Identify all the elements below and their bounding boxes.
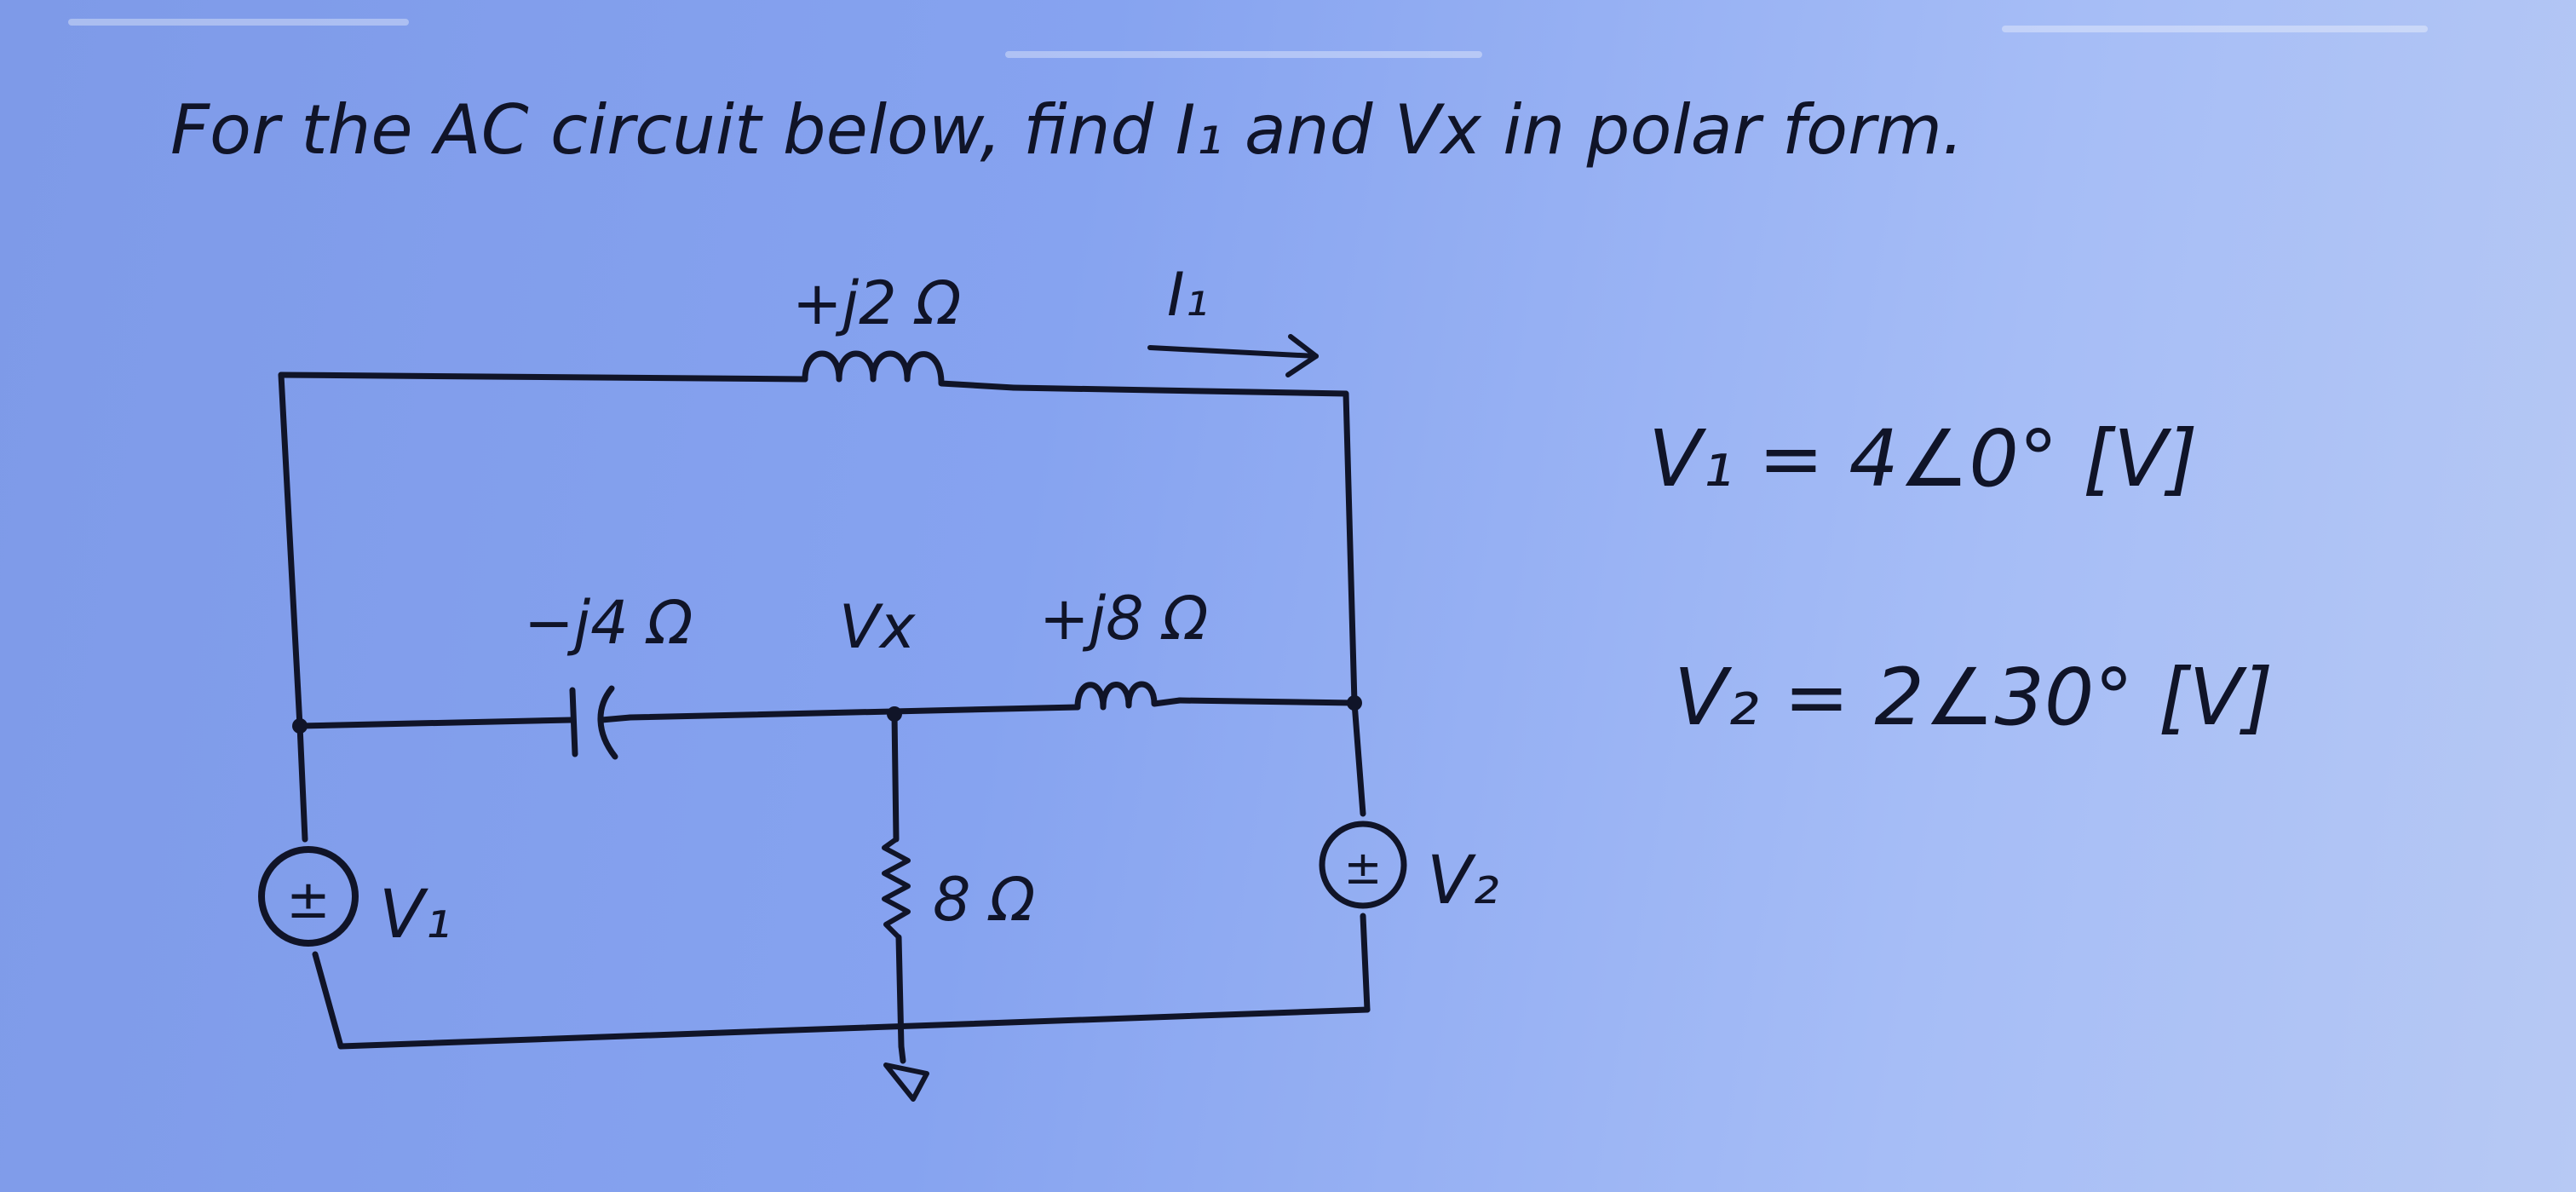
screen-glare-2 (1005, 51, 1482, 58)
ground-symbol (883, 1062, 929, 1102)
source-v2-label: V₂ (1427, 843, 1499, 919)
source-v2-polarity: ± (1343, 841, 1382, 895)
source-v2: ± (1319, 821, 1407, 909)
source-v1: ± (258, 846, 359, 947)
source-v1-polarity: ± (286, 868, 331, 930)
junction-right (1347, 695, 1362, 711)
middle-inductor-symbol (1074, 681, 1183, 711)
wire-right-to-source (1351, 700, 1366, 817)
screen-glare-3 (2002, 26, 2428, 32)
wire-top-left (278, 371, 808, 383)
capacitor-symbol (567, 685, 634, 760)
source-v2-circle (1319, 821, 1407, 909)
resistor-symbol (882, 837, 911, 940)
wire-mid-right (1176, 697, 1358, 706)
wire-right-lower (1360, 913, 1371, 1013)
source-v1-circle (258, 846, 359, 947)
resistor-label: 8 Ω (933, 865, 1035, 935)
top-inductor-label: +j2 Ω (792, 268, 961, 338)
wire-bottom (337, 1006, 1371, 1050)
current-arrow (1147, 334, 1319, 377)
source-v1-label: V₁ (379, 877, 451, 953)
circuit-wires (278, 371, 1371, 1064)
current-label: I₁ (1167, 260, 1209, 330)
junction-vx (887, 706, 902, 722)
wire-right-upper (1343, 390, 1358, 706)
wire-top-right (1010, 384, 1349, 397)
capacitor-label: −j4 Ω (524, 588, 693, 658)
problem-statement: For the AC circuit below, find I₁ and Vx… (170, 90, 1964, 170)
middle-inductor-label: +j8 Ω (1039, 584, 1208, 654)
top-inductor-symbol (802, 350, 1017, 391)
node-vx-label: Vx (839, 592, 916, 662)
wire-left-to-source (296, 723, 308, 843)
junction-left (292, 718, 308, 734)
wire-mid-center (627, 704, 1081, 721)
wire-to-ground (898, 1043, 906, 1064)
wire-left-upper (278, 371, 303, 729)
given-v1: V₁ = 4∠0° [V] (1648, 413, 2198, 504)
junction-dots (292, 695, 1362, 734)
wire-mid-left (296, 717, 574, 729)
wire-resistor-to-bottom (895, 934, 905, 1050)
wire-left-lower (312, 951, 344, 1050)
wire-node-to-resistor (891, 711, 900, 843)
screen-glare-1 (68, 19, 409, 26)
given-v2: V₂ = 2∠30° [V] (1674, 652, 2273, 743)
